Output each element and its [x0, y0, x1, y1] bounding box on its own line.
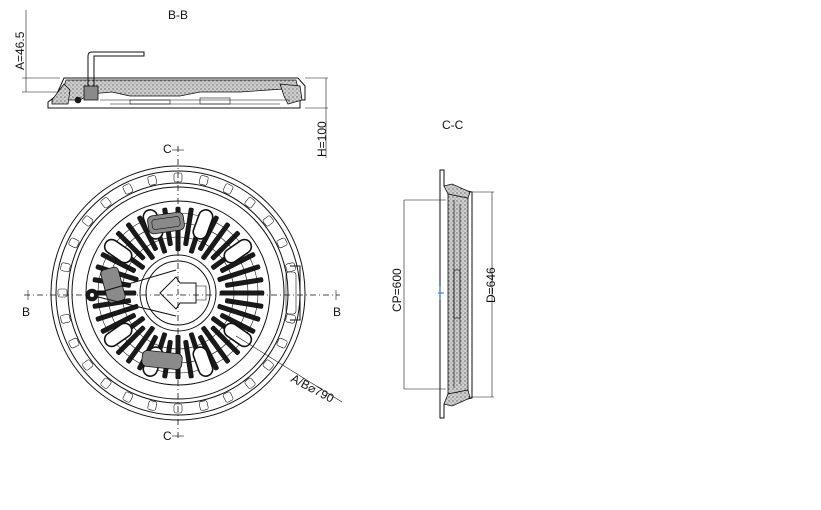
frame-slot — [100, 197, 112, 209]
frame-slot — [122, 391, 134, 403]
frame-slot — [147, 175, 158, 186]
radial-rib — [115, 325, 146, 356]
logo-plate-top — [147, 211, 185, 235]
frame-slot — [198, 175, 209, 186]
frame-slot — [276, 237, 288, 249]
label-c-bottom: C — [163, 429, 172, 443]
label-c-top: C — [163, 142, 172, 156]
frame-slot — [173, 172, 183, 183]
frame-slot — [100, 377, 112, 389]
section-bb-profile — [47, 51, 306, 109]
frame-slot — [276, 337, 288, 349]
frame-slot — [198, 400, 209, 411]
frame-slot — [222, 183, 234, 195]
frame-slot — [285, 313, 296, 324]
plan-view: C C B B — [22, 142, 343, 443]
frame-slot — [122, 183, 134, 195]
radial-rib — [95, 303, 139, 322]
label-b-right: B — [333, 305, 341, 319]
large-slot — [103, 238, 133, 264]
label-b-left: B — [22, 305, 30, 319]
radial-rib — [201, 325, 231, 364]
section-cc-profile — [438, 169, 473, 419]
frame-slot — [244, 197, 256, 209]
frame-slot — [60, 313, 71, 324]
dim-d-label: D=646 — [484, 267, 498, 303]
radial-rib — [219, 290, 265, 296]
lifting-key-plan — [85, 269, 177, 317]
frame-slot — [60, 262, 71, 273]
radial-rib — [125, 222, 155, 261]
section-cc-title: C-C — [442, 118, 464, 132]
dimension-cp: CP=600 — [390, 199, 446, 390]
dimension-diameter: A/B⌀790 — [235, 335, 343, 406]
large-slot — [103, 322, 133, 348]
frame-slot — [262, 359, 274, 371]
frame-slot — [57, 288, 68, 298]
frame-slot — [285, 262, 296, 273]
large-slot — [192, 346, 214, 377]
dimension-d: D=646 — [470, 191, 498, 398]
center-arrow — [159, 276, 197, 310]
radial-rib — [210, 230, 241, 261]
dim-cp-label: CP=600 — [390, 268, 404, 312]
radial-rib — [224, 298, 264, 309]
radial-rib — [183, 339, 194, 379]
frame-slots — [57, 172, 296, 414]
frame-slot — [262, 215, 274, 227]
section-bb-view: B-B A=46.5 H=100 — [13, 8, 329, 158]
frame-slot — [68, 237, 80, 249]
radial-rib — [224, 277, 264, 288]
frame-slot — [82, 215, 94, 227]
radial-rib — [125, 325, 155, 364]
frame-slot — [68, 337, 80, 349]
radial-rib — [201, 222, 231, 261]
frame-slot — [82, 359, 94, 371]
dim-a-label: A=46.5 — [13, 31, 27, 70]
dim-diameter-label: A/B⌀790 — [289, 371, 337, 405]
dimension-a: A=46.5 — [13, 10, 60, 93]
section-cc-view: C-C CP=600 D=646 — [390, 118, 498, 419]
frame-slot — [173, 403, 183, 414]
radial-rib — [217, 303, 261, 322]
logo-plate-bottom — [141, 350, 183, 370]
frame-slot — [222, 391, 234, 403]
section-bb-title: B-B — [168, 8, 188, 22]
radial-rib — [183, 207, 194, 247]
large-slot — [192, 209, 214, 240]
frame-slot — [147, 400, 158, 411]
radial-rib — [210, 325, 241, 356]
large-slot — [223, 322, 253, 348]
radial-rib — [217, 264, 261, 283]
large-slots — [103, 209, 253, 377]
radial-rib — [115, 230, 146, 261]
dim-h-label: H=100 — [315, 121, 329, 157]
large-slot — [223, 238, 253, 264]
dimension-h: H=100 — [305, 77, 329, 158]
frame-slot — [244, 377, 256, 389]
